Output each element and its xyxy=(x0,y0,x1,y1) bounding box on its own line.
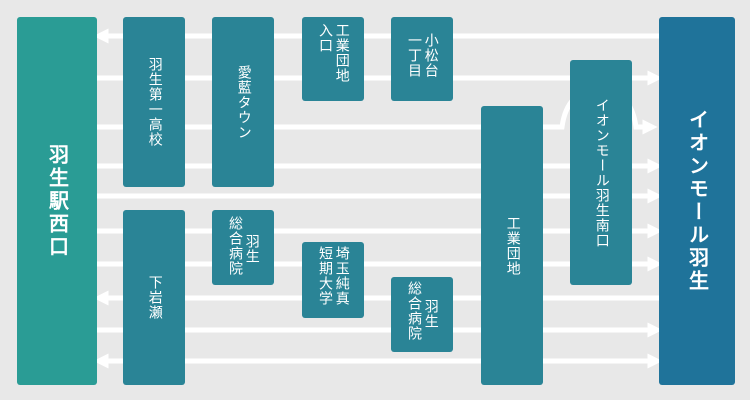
stop-aeon-mall-hanyu[interactable]: イオンモール羽生 xyxy=(659,17,735,385)
stop-hanyu-sogo-byoin-2[interactable]: 羽生 総合病院 xyxy=(391,277,453,352)
stop-hanyu-sogo-byoin-2-label-b: 総合病院 xyxy=(406,281,422,341)
stop-hanyu-station-west[interactable]: 羽生駅西口 xyxy=(17,17,97,385)
stop-shimoiwase[interactable]: 下岩瀬 xyxy=(123,210,185,385)
stop-aeon-mall-south-label: イオンモール羽生南口 xyxy=(593,97,610,248)
stop-aiai-town-label: 愛藍タウン xyxy=(235,64,252,140)
stop-saitama-junshin[interactable]: 埼玉純真 短期大学 xyxy=(302,242,364,318)
stop-kogyo-danchi-iriguchi[interactable]: 工業団地 入口 xyxy=(302,17,364,101)
stop-hanyu-daiichi-koko-label: 羽生第一高校 xyxy=(146,57,163,147)
stop-kogyo-danchi[interactable]: 工業団地 xyxy=(481,106,543,385)
stop-saitama-junshin-label-a: 埼玉純真 xyxy=(333,246,350,306)
stop-hanyu-daiichi-koko[interactable]: 羽生第一高校 xyxy=(123,17,185,187)
stop-aiai-town[interactable]: 愛藍タウン xyxy=(212,17,274,187)
stop-aeon-mall-south[interactable]: イオンモール羽生南口 xyxy=(570,60,632,285)
stop-hanyu-sogo-byoin-1[interactable]: 羽生 総合病院 xyxy=(212,210,274,285)
stop-hanyu-sogo-byoin-2-label-a: 羽生 xyxy=(422,299,439,329)
stop-komatsudai-itchome[interactable]: 小松台 一丁目 xyxy=(391,17,453,101)
stop-kogyo-danchi-label: 工業団地 xyxy=(504,215,521,276)
stop-saitama-junshin-label-b: 短期大学 xyxy=(317,246,333,306)
stop-hanyu-sogo-byoin-1-label-a: 羽生 xyxy=(243,234,260,264)
stop-komatsudai-label-b: 一丁目 xyxy=(406,33,422,78)
stop-kogyo-danchi-iriguchi-label-a: 工業団地 xyxy=(333,23,350,83)
stop-shimoiwase-label: 下岩瀬 xyxy=(146,275,163,320)
stop-kogyo-danchi-iriguchi-label-b: 入口 xyxy=(317,23,333,53)
stop-hanyu-station-west-label: 羽生駅西口 xyxy=(45,143,70,259)
stop-hanyu-sogo-byoin-1-label-b: 総合病院 xyxy=(227,216,243,276)
stop-komatsudai-label-a: 小松台 xyxy=(422,33,439,78)
stop-aeon-mall-hanyu-label: イオンモール羽生 xyxy=(685,109,710,293)
